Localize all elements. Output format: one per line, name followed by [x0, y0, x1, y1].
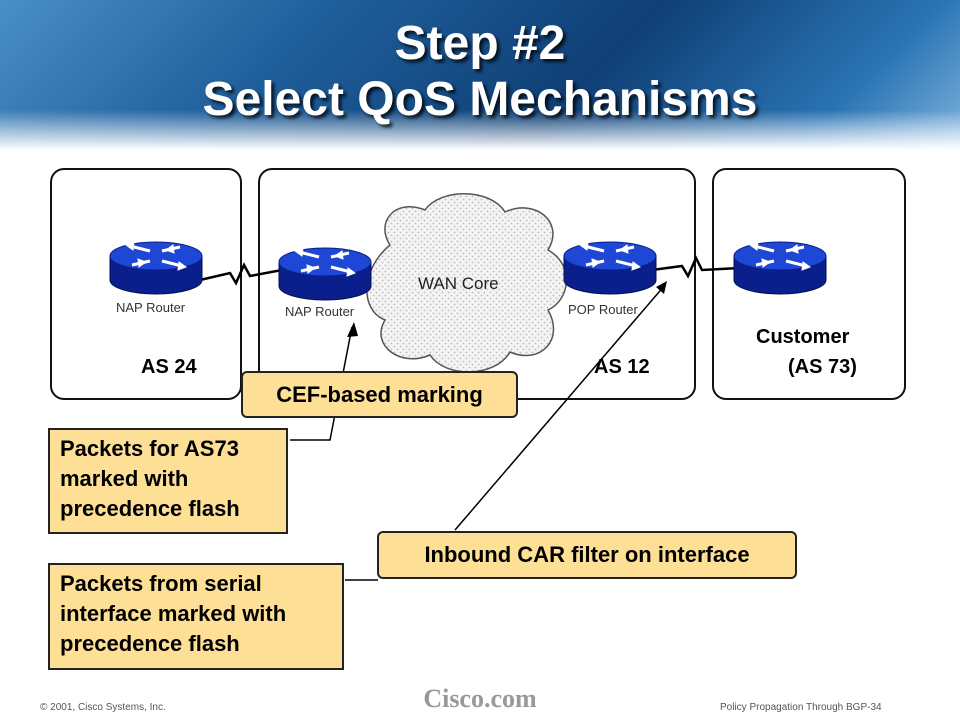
cisco-brand-logo: Cisco.com: [423, 684, 537, 713]
page-footer-text: Policy Propagation Through BGP-34: [720, 702, 882, 713]
copyright-text: © 2001, Cisco Systems, Inc.: [40, 702, 166, 713]
cef-pointer-line: [290, 326, 353, 441]
as12-label: AS 12: [594, 356, 650, 378]
slide-header: [0, 0, 960, 150]
left-nap-router-label: NAP Router: [116, 300, 186, 315]
router-icon: [277, 246, 373, 302]
customer-as-label: (AS 73): [788, 356, 857, 378]
car-pointer-line: [454, 284, 666, 531]
pop-router-label: POP Router: [568, 302, 638, 317]
router-icon: [108, 240, 204, 296]
serial-link-right: [651, 255, 741, 279]
serial-marking-note: Packets from serial interface marked wit…: [48, 563, 344, 670]
car-filter-callout: Inbound CAR filter on interface: [377, 531, 797, 579]
as24-label: AS 24: [141, 356, 197, 378]
title-line-1: Step #2: [394, 17, 566, 70]
cef-arrowhead: [347, 322, 358, 337]
middle-nap-router-label: NAP Router: [285, 304, 355, 319]
cef-marking-callout: CEF-based marking: [241, 371, 518, 418]
wan-core-label: WAN Core: [418, 274, 499, 293]
as73-marking-note: Packets for AS73 marked with precedence …: [48, 428, 288, 534]
serial-link-left: [199, 262, 283, 286]
slide-title: Step #2 Select QoS Mechanisms: [0, 16, 960, 128]
customer-label: Customer: [756, 326, 850, 348]
car-arrowhead: [656, 281, 667, 294]
wan-core-cloud: [366, 193, 568, 373]
title-line-2: Select QoS Mechanisms: [202, 73, 758, 126]
router-icon: [562, 240, 658, 296]
router-icon: [732, 240, 828, 296]
